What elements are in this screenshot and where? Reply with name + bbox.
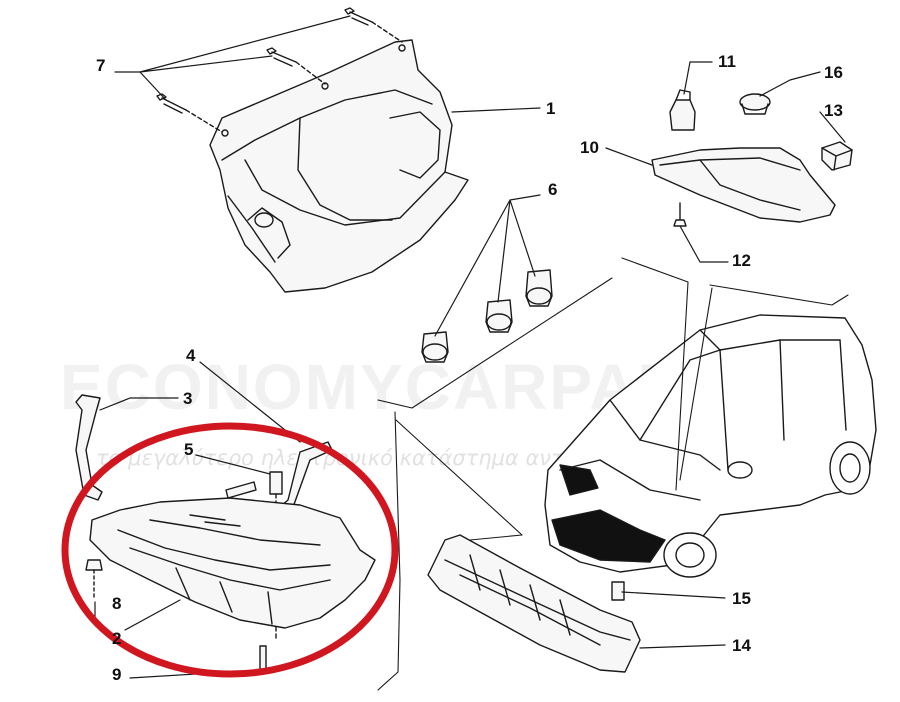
part-15-bolt [611,581,625,601]
part-1-splash-shield [209,39,469,293]
part-12-screw [673,202,687,227]
part-6-mounts [421,269,553,363]
callout-12: 12 [732,251,751,270]
callout-7: 7 [96,56,106,75]
callout-13: 13 [824,101,843,120]
callout-16: 16 [824,63,843,82]
callout-15: 15 [732,589,751,608]
part-13-nut [821,141,853,171]
callout-9: 9 [112,665,122,684]
callout-10: 10 [580,138,599,157]
callout-3: 3 [183,389,193,408]
part-3-bracket [75,394,103,501]
callout-5: 5 [184,440,194,459]
part-11-clip [669,89,696,131]
part-14-under-panel [427,534,641,673]
callout-11: 11 [718,52,736,71]
highlight-circle [61,422,399,678]
part-2-skid-plate [89,497,376,629]
callout-4: 4 [186,346,196,365]
car-illustration [544,314,877,578]
callout-14: 14 [732,636,751,655]
part-10-bracket [651,147,836,223]
callout-8: 8 [112,594,122,613]
part-16-cap [739,93,771,115]
connector-lines [377,257,849,691]
callout-6: 6 [548,180,558,199]
part-8-nut [85,559,103,601]
callout-2: 2 [112,629,122,648]
callout-1: 1 [546,99,556,118]
